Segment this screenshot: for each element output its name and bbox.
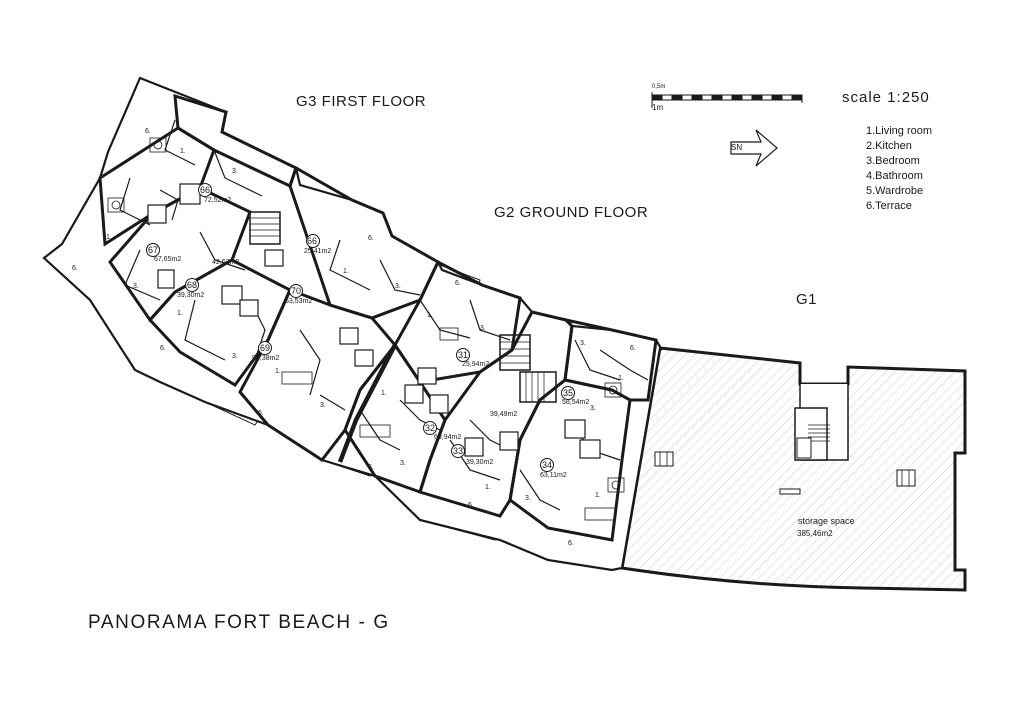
floor-label-g3: G3 FIRST FLOOR	[296, 93, 427, 110]
room-label: 1.	[427, 312, 433, 319]
room-label: 1.	[275, 368, 281, 375]
room-label: 3.	[395, 283, 401, 290]
room-label: 3.	[525, 495, 531, 502]
unit-number: 68	[187, 280, 198, 290]
room-label: 6.	[630, 345, 636, 352]
room-label: 1.	[177, 310, 183, 317]
unit-number: 32	[425, 423, 436, 433]
room-label: 3.	[133, 283, 139, 290]
room-label: 1.	[595, 492, 601, 499]
legend-item: 2.Kitchen	[866, 140, 912, 152]
room-label: 3.	[232, 168, 238, 175]
floor-label-g1: G1	[796, 291, 818, 308]
furniture	[107, 137, 625, 521]
unit-number: 67	[148, 245, 159, 255]
scale-bar	[651, 92, 803, 108]
legend-item: 6.Terrace	[866, 200, 912, 212]
unit-area: 72,52m2	[204, 197, 232, 204]
page-title: PANORAMA FORT BEACH - G	[88, 612, 390, 633]
scale-unit-label: 1m	[652, 103, 664, 112]
scale-small-label: 0,5m	[652, 84, 666, 90]
room-label: 3.	[590, 405, 596, 412]
unit-area: 25,94m2	[462, 361, 490, 368]
unit-area: 98,38m2	[252, 355, 280, 362]
apartment-blocks	[42, 76, 663, 572]
stairs	[249, 211, 557, 403]
room-label: 6.	[455, 280, 461, 287]
room-label: 6.	[568, 540, 574, 547]
north-arrow-icon	[730, 129, 778, 167]
unit-area: 39,49m2	[490, 411, 518, 418]
floor-label-g2: G2 GROUND FLOOR	[494, 204, 649, 221]
unit-number: 33	[453, 446, 464, 456]
legend-item: 4.Bathroom	[866, 170, 923, 182]
storage-area: 385,46m2	[797, 529, 833, 538]
room-label: 1.	[381, 390, 387, 397]
room-label: 1.	[485, 484, 491, 491]
north-arrow-label: SN	[731, 143, 743, 152]
unit-number: 66	[200, 185, 211, 195]
room-label: 3.	[320, 402, 326, 409]
unit-number: 34	[542, 460, 553, 470]
room-label: 6.	[145, 128, 151, 135]
room-label: 6.	[258, 410, 264, 417]
room-label: 3.	[232, 353, 238, 360]
unit-area: 39,30m2	[177, 292, 205, 299]
legend-item: 1.Living room	[866, 125, 933, 137]
room-partitions	[119, 119, 649, 511]
legend-item: 5.Wardrobe	[866, 185, 924, 197]
unit-area: 63,53m2	[285, 298, 313, 305]
unit-number: 69	[260, 343, 271, 353]
room-label: 6.	[468, 502, 474, 509]
unit-area: 39,30m2	[466, 459, 494, 466]
room-label: 6.	[160, 345, 166, 352]
unit-area: 58,54m2	[562, 399, 590, 406]
unit-area: 69,94m2	[434, 434, 462, 441]
legend-item: 3.Bedroom	[866, 155, 920, 167]
unit-number: 31	[458, 350, 469, 360]
room-label: 3.	[580, 340, 586, 347]
unit-number: 35	[563, 388, 574, 398]
room-label: 1.	[106, 234, 112, 241]
unit-area: 67,65m2	[154, 256, 182, 263]
storage-label: storage space	[798, 516, 855, 526]
unit-area: 63,11m2	[540, 472, 567, 479]
unit-number: 66	[307, 236, 318, 246]
unit-markers	[146, 183, 575, 472]
bathrooms	[147, 183, 601, 459]
unit-area: 25,41m2	[304, 248, 332, 255]
room-label: 1.	[180, 148, 186, 155]
room-label: 1.	[618, 375, 624, 382]
scale-label: scale 1:250	[842, 89, 930, 106]
room-legend: 1.Living room 2.Kitchen 3.Bedroom 4.Bath…	[866, 124, 932, 214]
room-label: 6.	[368, 464, 374, 471]
unit-area: 42,62m2	[212, 259, 240, 266]
g1-storage-block	[620, 346, 967, 592]
room-label: 3.	[400, 460, 406, 467]
unit-number: 70	[291, 286, 302, 296]
room-label: 3.	[480, 325, 486, 332]
room-label: 1.	[343, 268, 349, 275]
room-label: 6.	[368, 235, 374, 242]
room-label: 6.	[72, 265, 78, 272]
